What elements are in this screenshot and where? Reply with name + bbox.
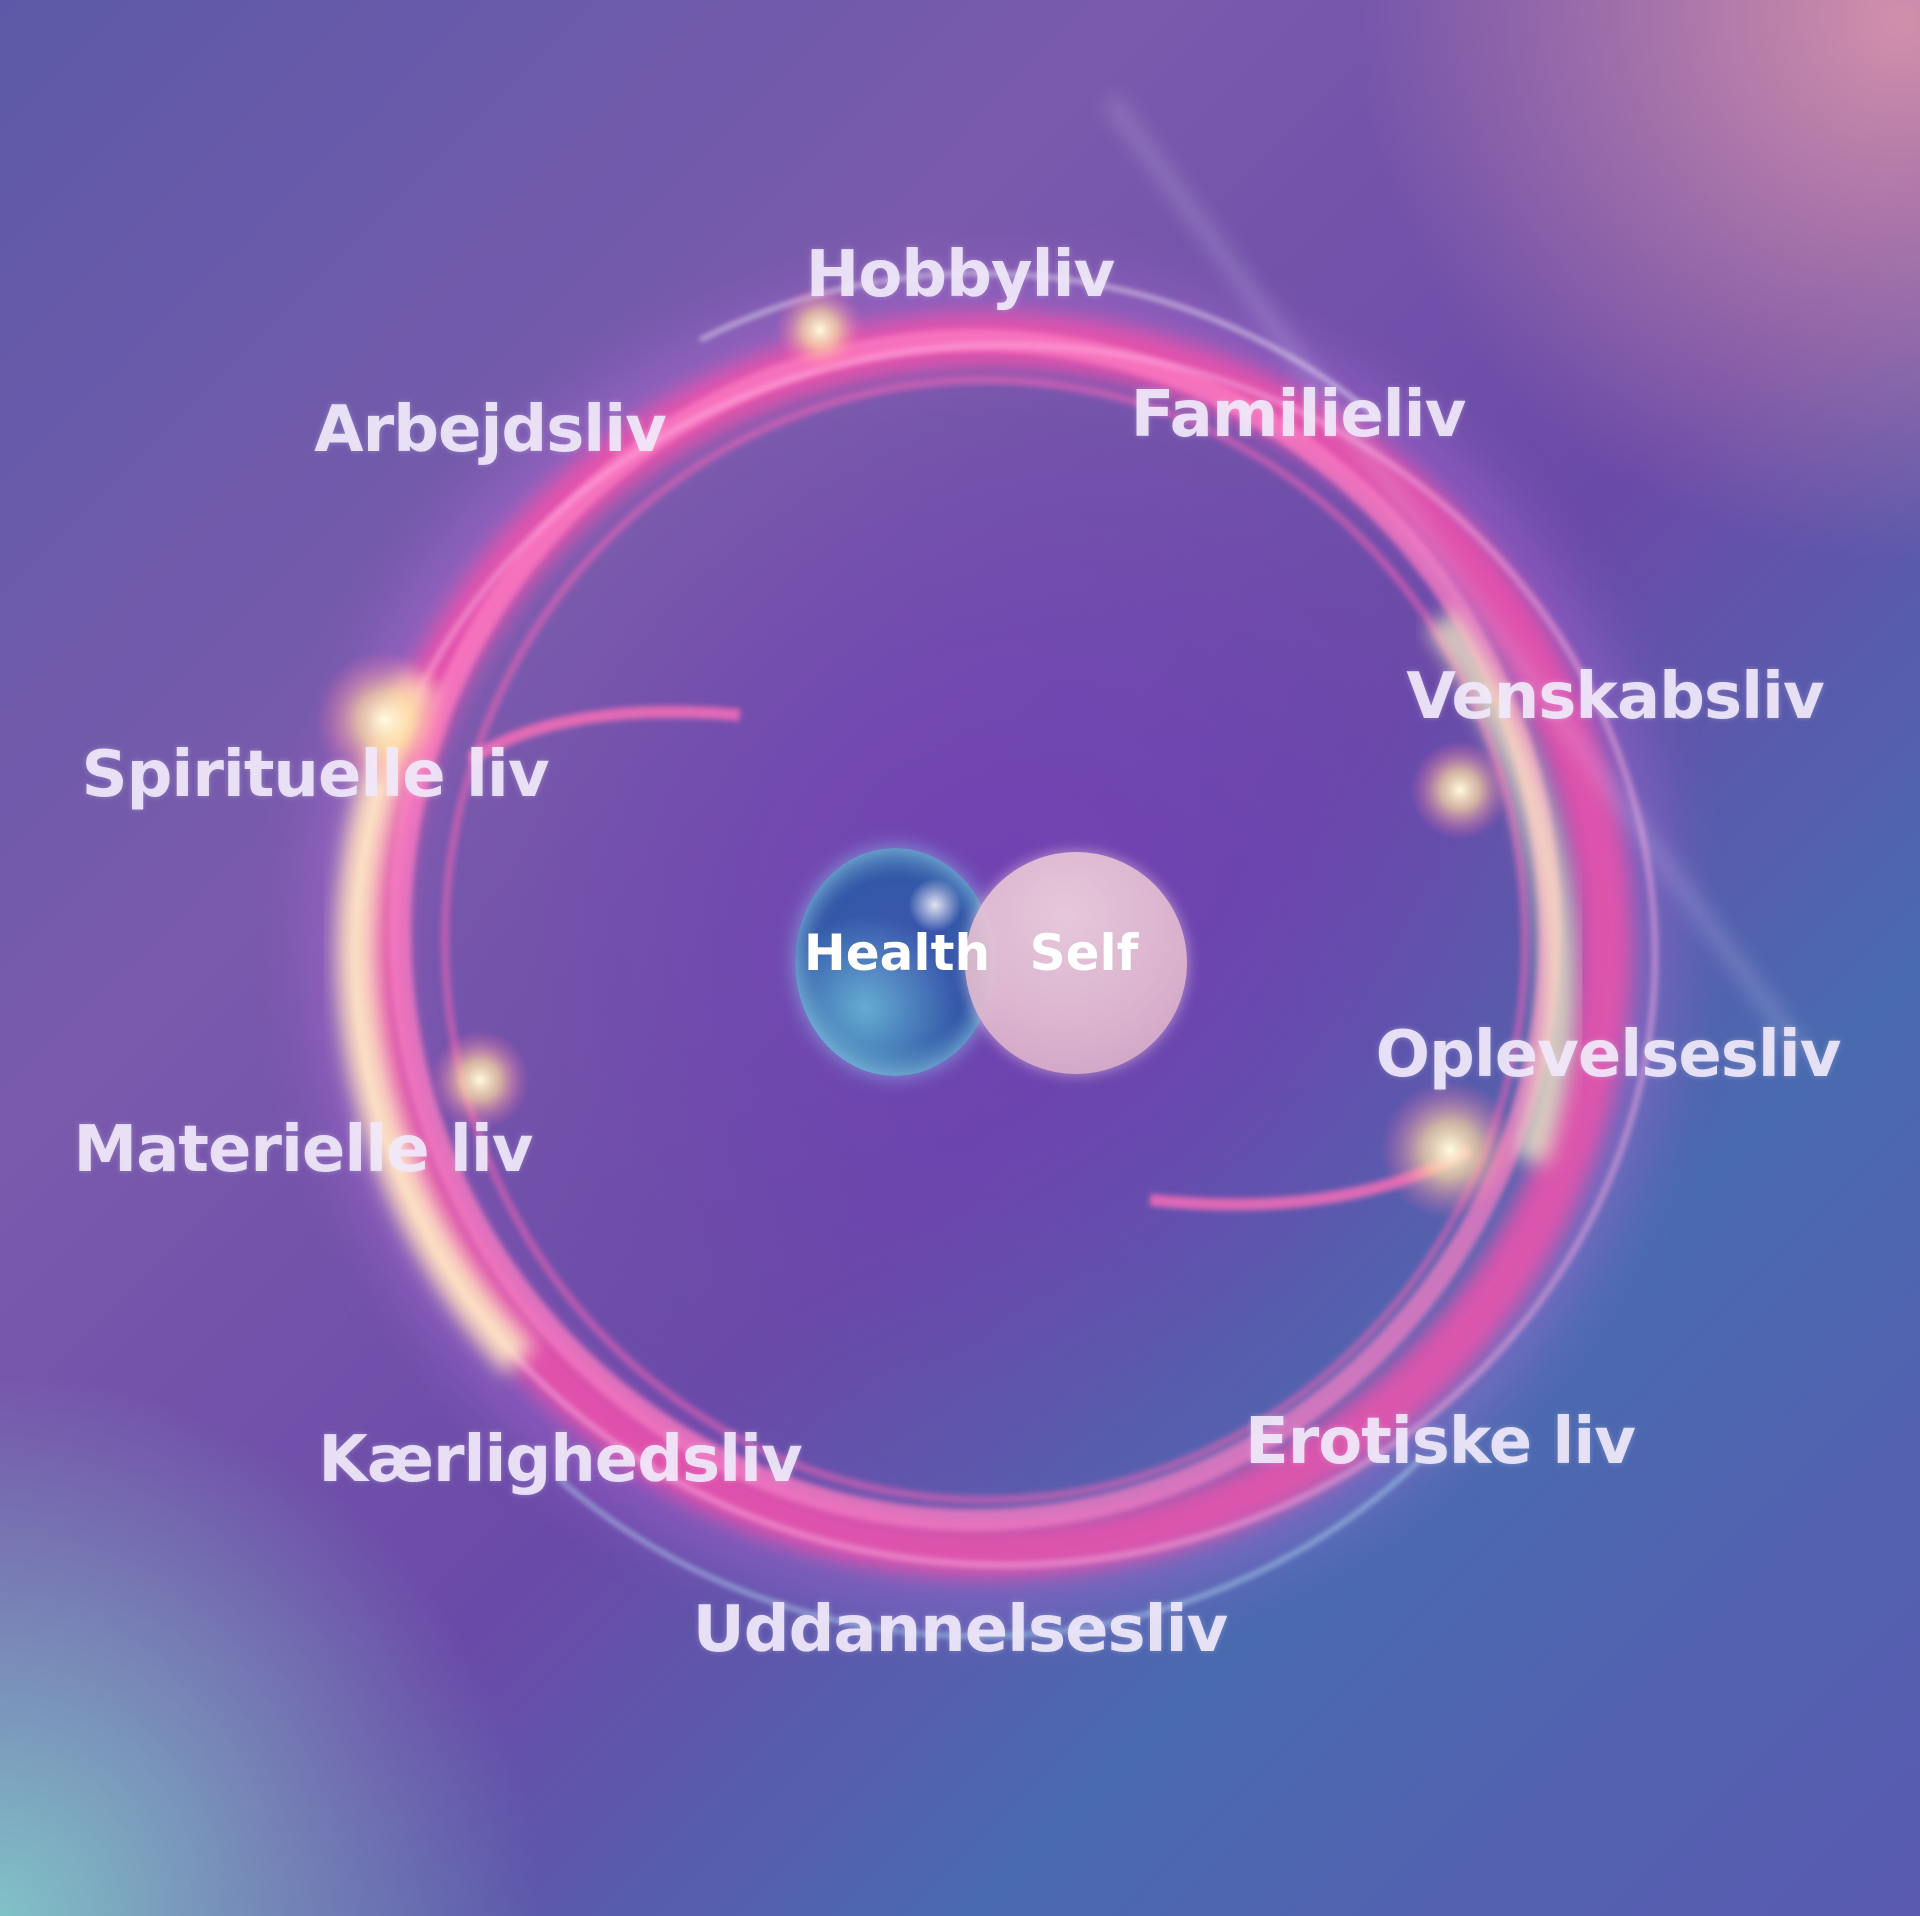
health-label: Health <box>803 924 991 982</box>
label-oplevelsesliv: Oplevelsesliv <box>1375 1018 1842 1092</box>
self-bubble <box>965 852 1187 1074</box>
label-kaerlighedsliv: Kærlighedsliv <box>318 1423 802 1497</box>
label-hobbyliv: Hobbyliv <box>805 238 1115 312</box>
label-spirituelle-liv: Spirituelle liv <box>81 738 549 812</box>
label-arbejdsliv: Arbejdsliv <box>314 393 667 467</box>
self-label: Self <box>1029 924 1139 982</box>
health-bubble <box>795 848 995 1076</box>
label-uddannelsesliv: Uddannelsesliv <box>692 1593 1228 1667</box>
label-materielle-liv: Materielle liv <box>73 1113 534 1187</box>
label-venskabsliv: Venskabsliv <box>1406 660 1824 734</box>
label-erotiske-liv: Erotiske liv <box>1245 1405 1636 1479</box>
label-familieliv: Familieliv <box>1130 378 1467 452</box>
